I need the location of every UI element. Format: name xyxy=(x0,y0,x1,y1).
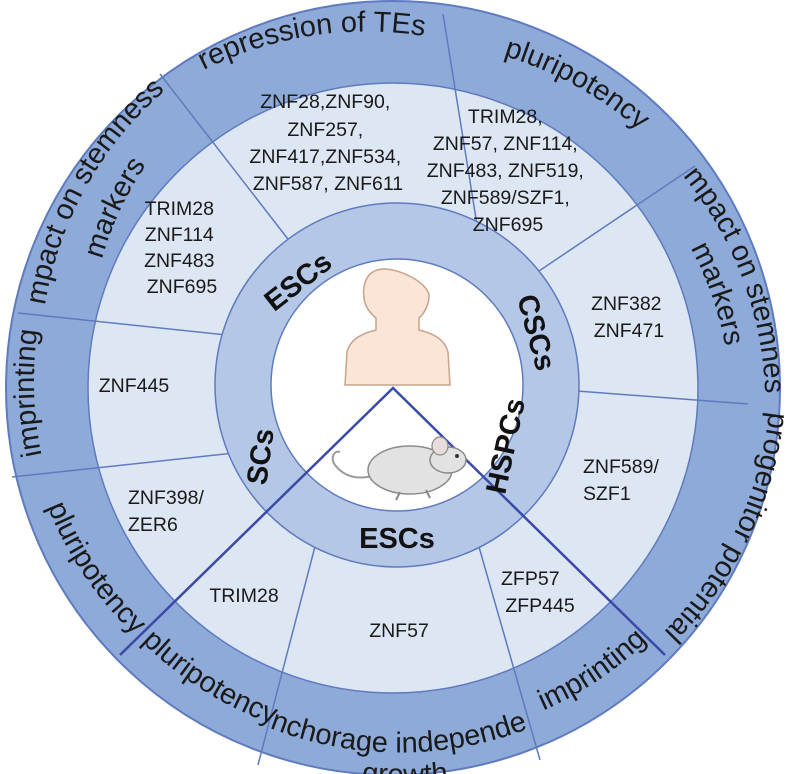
label-anchorage-2: growth xyxy=(361,757,449,774)
gene-list-tes: ZNF28,ZNF90, ZNF257, ZNF417,ZNF534, ZNF5… xyxy=(249,91,406,195)
gene-list-imprinting-left: ZNF445 xyxy=(99,375,170,397)
mouse-sector-outline xyxy=(119,386,666,656)
human-silhouette-icon xyxy=(344,268,451,386)
gene-list-mouse-imprinting: ZFP57 ZFP445 xyxy=(501,568,575,617)
gene-list-hspcs: ZNF589/ SZF1 xyxy=(583,456,664,505)
gene-list-mouse-pluripotency: TRIM28 xyxy=(209,585,278,607)
gene-list-pluripotency-top: TRIM28, ZNF57, ZNF114, ZNF483, ZNF519, Z… xyxy=(427,106,590,236)
gene-list-impact-left: TRIM28 ZNF114 ZNF483 ZNF695 xyxy=(144,198,220,298)
escs-mouse-label: ESCs xyxy=(359,523,435,555)
gene-list-mouse-anchorage: ZNF57 xyxy=(369,620,429,642)
mouse-icon xyxy=(331,436,467,501)
gene-list-scs: ZNF398/ ZER6 xyxy=(128,487,209,536)
gene-list-cscs: ZNF382 ZNF471 xyxy=(591,293,667,342)
scs-label: SCs xyxy=(241,427,281,487)
gene-lists: ZNF28,ZNF90, ZNF257, ZNF417,ZNF534, ZNF5… xyxy=(99,91,667,642)
